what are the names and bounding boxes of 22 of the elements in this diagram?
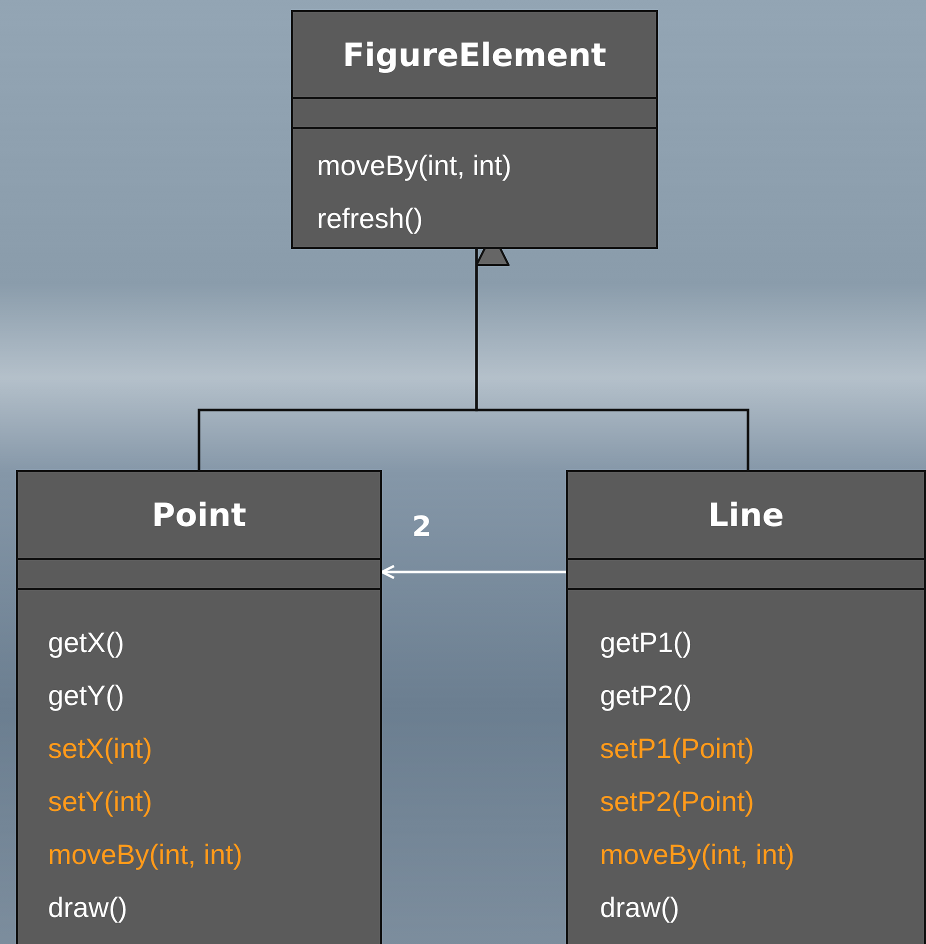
method-name: moveBy(int, int) [600, 838, 794, 872]
method-name: getP1() [600, 626, 692, 660]
class-box [16, 470, 382, 944]
multiplicity-label: 2 [412, 510, 432, 543]
method-name: setY(int) [48, 785, 152, 819]
class-box [291, 10, 658, 249]
method-name: moveBy(int, int) [317, 149, 512, 183]
method-name: setP2(Point) [600, 785, 754, 819]
class-name: FigureElement [342, 36, 606, 74]
method-name: setP1(Point) [600, 732, 754, 766]
association-arrow [380, 564, 566, 580]
class-box [566, 470, 926, 944]
method-name: getX() [48, 626, 124, 660]
class-name: Point [152, 496, 246, 534]
method-name: setX(int) [48, 732, 152, 766]
method-name: draw() [600, 891, 680, 925]
method-name: getY() [48, 679, 124, 713]
method-name: refresh() [317, 202, 423, 236]
class-name: Line [708, 496, 784, 534]
method-name: getP2() [600, 679, 692, 713]
method-name: draw() [48, 891, 128, 925]
method-name: moveBy(int, int) [48, 838, 242, 872]
